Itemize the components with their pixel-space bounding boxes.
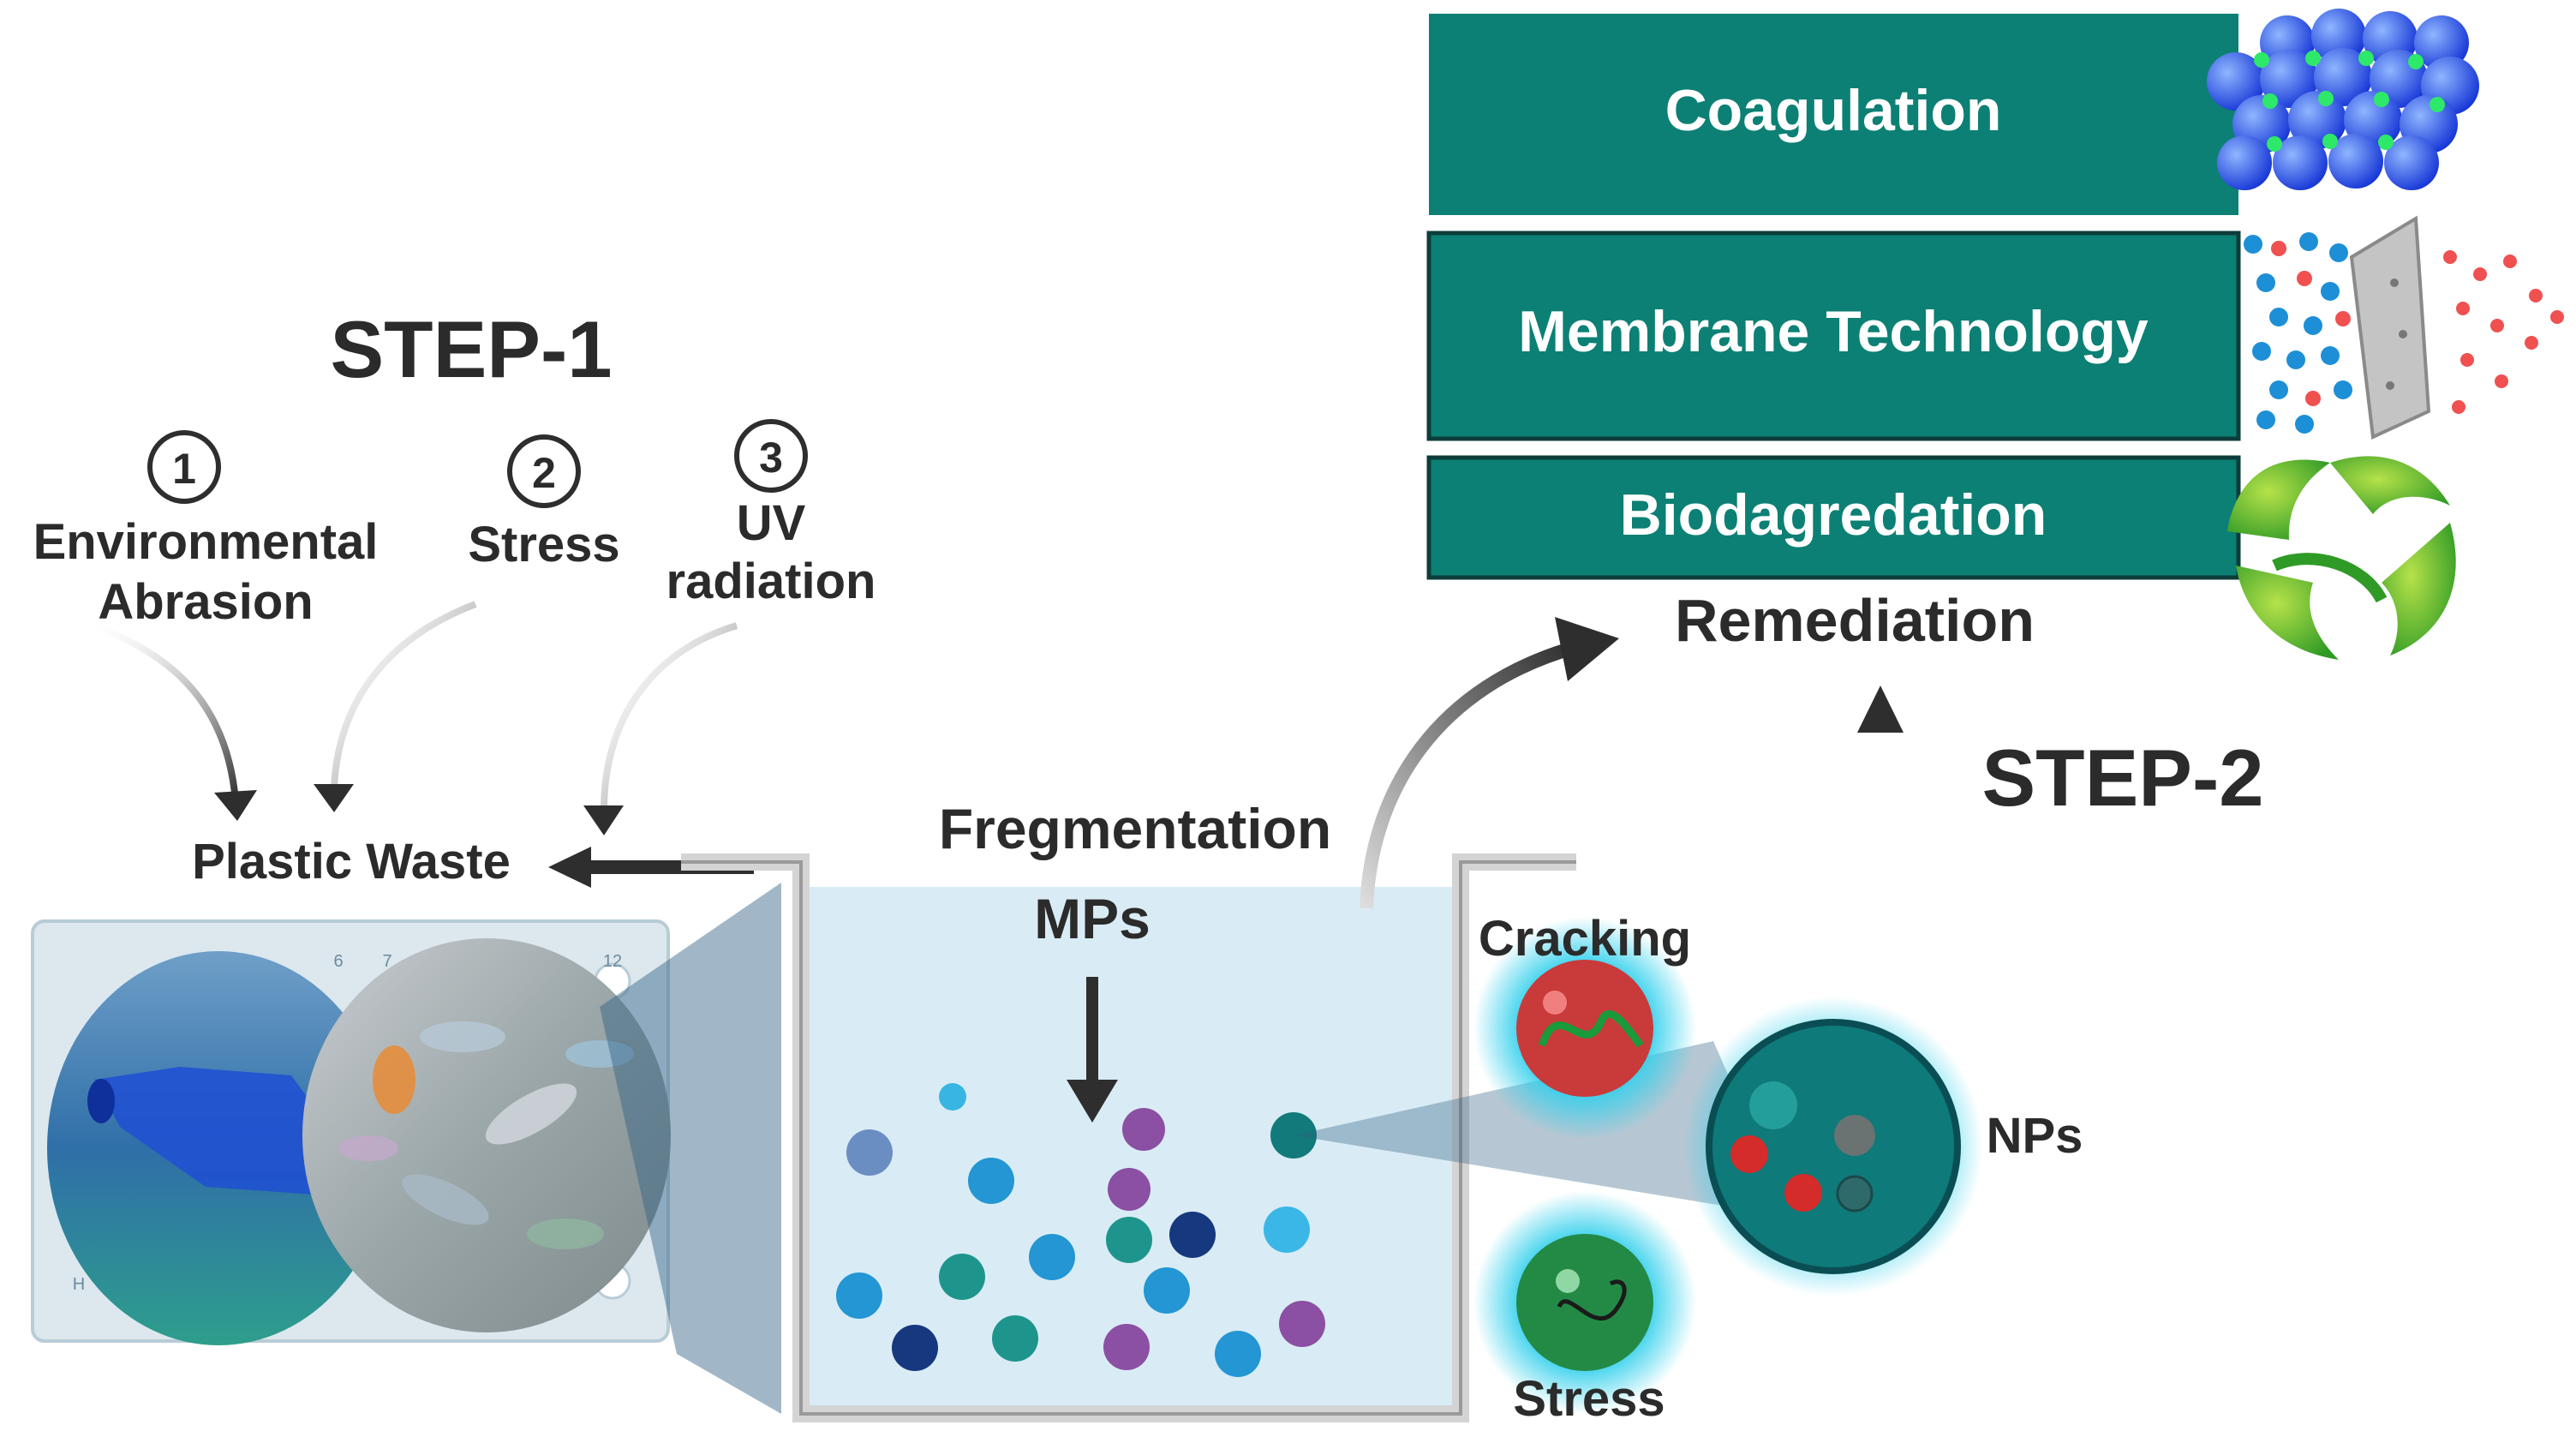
nps-label: NPs xyxy=(1987,1108,2083,1164)
cracking-label: Cracking xyxy=(1479,911,1691,967)
plate-column-label: 7 xyxy=(382,952,391,971)
factor-number: 3 xyxy=(759,434,783,482)
np-fragment xyxy=(1836,1175,1874,1212)
tank-wall-outline xyxy=(681,860,1576,1416)
method-label: Membrane Technology xyxy=(1518,299,2149,364)
arrow-uv-to-waste xyxy=(601,622,738,811)
np-fragment xyxy=(1784,1174,1822,1212)
mp-particle xyxy=(1103,1324,1150,1370)
factor-label-line1: Stress xyxy=(468,517,619,572)
mp-particle xyxy=(992,1315,1038,1362)
plastic-waste-label: Plastic Waste xyxy=(192,834,511,889)
remediation-label: Remediation xyxy=(1675,587,2035,654)
mp-particle xyxy=(1215,1331,1261,1377)
stressed-particle xyxy=(1473,1191,1696,1414)
mp-particle xyxy=(1169,1212,1216,1258)
mp-particle xyxy=(1029,1234,1075,1280)
mp-particle xyxy=(846,1129,893,1176)
mp-particle xyxy=(892,1325,938,1371)
pile-bottle xyxy=(565,1040,634,1068)
mp-particle xyxy=(1279,1301,1325,1347)
factor-label-line1: Environmental xyxy=(33,514,379,570)
factor-uv-radiation: 3 UV radiation xyxy=(666,419,876,609)
arrowhead xyxy=(583,805,624,835)
factor-number-badge xyxy=(507,434,581,508)
mp-particle xyxy=(1270,1112,1317,1159)
factor-label-line1: UV xyxy=(737,495,806,551)
zoom-wedge xyxy=(600,883,781,1414)
method-biodegradation: Biodagredation xyxy=(1426,455,2241,580)
factor-number-badge xyxy=(147,430,221,504)
arrowhead xyxy=(1067,1080,1118,1123)
fragmentation-label: Fregmentation xyxy=(939,797,1331,860)
bottle-shape xyxy=(94,1067,338,1195)
mp-particle xyxy=(1144,1267,1190,1314)
mp-particle xyxy=(939,1083,966,1111)
factor-stress: 2 Stress xyxy=(468,434,620,572)
pile-bottle xyxy=(402,1174,489,1225)
factor-number-badge xyxy=(734,419,808,493)
recycle-leaf-icon xyxy=(2227,456,2456,660)
method-membrane-technology: Membrane Technology xyxy=(1426,231,2241,441)
np-fragment xyxy=(1749,1081,1797,1129)
method-box xyxy=(1426,231,2241,441)
step1-title: STEP-1 xyxy=(330,304,612,394)
factor-label-line2: radiation xyxy=(666,554,876,609)
particle-highlight xyxy=(1556,1269,1580,1293)
nanoplastic-particle xyxy=(1683,997,1983,1296)
step2-title: STEP-2 xyxy=(1981,733,2263,823)
factor-label-line2: Abrasion xyxy=(98,574,313,630)
microplastic-particles xyxy=(836,1083,1325,1377)
method-box xyxy=(1426,455,2241,580)
arrowhead xyxy=(1857,686,1904,733)
pile-bottle xyxy=(420,1021,505,1052)
particle-highlight xyxy=(1543,991,1567,1015)
pile-bottle xyxy=(485,1083,577,1145)
stressed-sphere xyxy=(1516,1234,1653,1371)
arrow-to-remediation xyxy=(1360,640,1579,909)
membrane-filtration-icon xyxy=(2244,215,2564,440)
crystal-lattice-icon xyxy=(2207,9,2479,190)
factor-number: 1 xyxy=(172,445,196,493)
method-label: Biodagredation xyxy=(1620,482,2047,548)
cracking-particle xyxy=(1473,917,1696,1140)
mp-particle xyxy=(1264,1207,1310,1253)
plate-row-label: H xyxy=(73,1275,85,1294)
factor-number: 2 xyxy=(532,449,556,497)
bottle-cap xyxy=(87,1079,115,1123)
stress-label: Stress xyxy=(1513,1371,1665,1427)
arrow-abrasion-to-waste xyxy=(80,618,239,802)
mp-particle xyxy=(1106,1217,1152,1263)
plate-column-label: 12 xyxy=(603,952,622,971)
mp-particle xyxy=(836,1272,882,1319)
mps-label: MPs xyxy=(1034,887,1151,950)
arrowhead xyxy=(1555,617,1619,681)
arrow-stress-to-waste xyxy=(331,601,477,787)
pile-bottle xyxy=(373,1045,415,1114)
mp-particle xyxy=(968,1158,1014,1204)
cracked-particle xyxy=(1516,960,1653,1097)
pile-bottle xyxy=(338,1135,398,1161)
factor-environmental-abrasion: 1 Environmental Abrasion xyxy=(33,430,379,630)
method-box xyxy=(1429,14,2238,215)
crack-line xyxy=(1538,1010,1644,1048)
np-fragment xyxy=(1730,1135,1768,1173)
mp-particle xyxy=(1122,1108,1165,1151)
pile-bottle xyxy=(527,1218,604,1249)
plate-column-label: 6 xyxy=(333,952,343,971)
method-coagulation: Coagulation xyxy=(1429,14,2238,215)
arrowhead xyxy=(214,790,257,821)
arrowhead xyxy=(548,847,591,888)
mp-particle xyxy=(1108,1168,1151,1211)
stress-line xyxy=(1557,1279,1627,1320)
mp-particle xyxy=(939,1254,985,1300)
method-label: Coagulation xyxy=(1665,78,2002,143)
np-fragment xyxy=(1834,1115,1875,1156)
plastic-waste-image: 6 7 12 H xyxy=(31,919,671,1345)
arrowhead xyxy=(314,784,354,812)
